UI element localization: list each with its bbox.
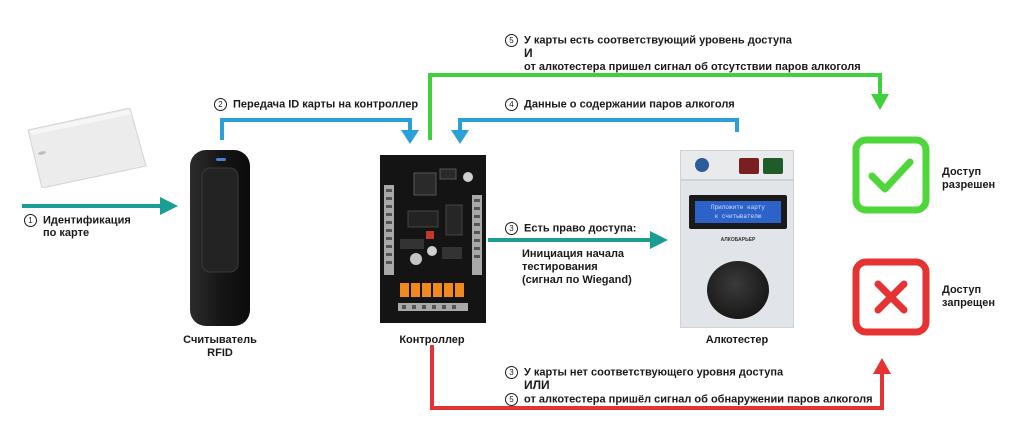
arrow-start-test: [488, 231, 668, 249]
tester-top-panel: [680, 150, 794, 180]
tester-green-indicator: [763, 158, 783, 174]
step3-line3: (сигнал по Wiegand): [522, 274, 632, 286]
step4-number: 4: [505, 98, 518, 111]
step2-number: 2: [214, 98, 227, 111]
bottom-number-b: 5: [505, 393, 518, 407]
step1-line2: по карте: [43, 227, 90, 240]
bottom-line2: от алкотестера пришёл сигнал об обнаруже…: [524, 393, 873, 406]
allow-line2: разрешен: [942, 179, 996, 191]
deny-line2: запрещен: [942, 297, 995, 309]
arrow-alcohol-data: [451, 118, 739, 144]
step5-top-line2: от алкотестера пришел сигнал об отсутств…: [524, 61, 861, 74]
allow-line1: Доступ: [942, 166, 982, 178]
arrow-identification: [22, 197, 178, 215]
step3-details: Инициация начала тестирования (сигнал по…: [522, 248, 632, 287]
access-denied-badge: [852, 258, 930, 336]
tester-brand: АЛКОБАРЬЕР: [720, 237, 756, 243]
reader-caption-line1: Считыватель: [183, 334, 257, 346]
step3-line2: тестирования: [522, 261, 598, 273]
reader-caption: Считыватель RFID: [160, 334, 280, 360]
access-granted-badge: [852, 136, 930, 214]
step2-label: Передача ID карты на контроллер: [233, 98, 419, 111]
step5-top-line1: У карты есть соответствующий уровень дос…: [524, 34, 792, 47]
tester-screen-line1: Приложите карту: [710, 204, 765, 211]
deny-text: Доступ запрещен: [942, 284, 995, 310]
tester-red-indicator: [739, 158, 759, 174]
controller-board: [380, 155, 486, 323]
controller-caption: Контроллер: [399, 334, 465, 346]
id-card: [27, 108, 147, 188]
step1-number: 1: [24, 214, 37, 227]
tester-logo: [695, 158, 709, 172]
step3-text: 3 Есть право доступа:: [505, 222, 636, 235]
step4-label: Данные о содержании паров алкоголя: [524, 98, 735, 111]
rfid-reader: [190, 150, 250, 326]
deny-line1: Доступ: [942, 284, 982, 296]
step3-number: 3: [505, 222, 518, 235]
step3-line1: Инициация начала: [522, 248, 625, 260]
step5-top-number: 5: [505, 34, 518, 47]
step1-text: 1 Идентификация по карте: [24, 214, 131, 240]
tester-caption: Алкотестер: [705, 334, 769, 346]
step2-text: 2 Передача ID карты на контроллер: [214, 98, 418, 111]
arrow-access-granted: [428, 73, 889, 140]
step5-top-conj: И: [524, 46, 533, 61]
bottom-conj: ИЛИ: [524, 378, 550, 393]
tester-body: Приложите карту к считывателю АЛКОБАРЬЕР: [680, 180, 794, 328]
tester-sensor: [707, 261, 769, 319]
alcohol-tester: Приложите карту к считывателю АЛКОБАРЬЕР: [680, 150, 794, 328]
allow-text: Доступ разрешен: [942, 166, 995, 192]
bottom-number-a: 3: [505, 366, 518, 379]
arrow-access-denied: [430, 345, 891, 410]
step4-text: 4 Данные о содержании паров алкоголя: [505, 98, 735, 111]
step5-top-text: 5 У карты есть соответствующий уровень до…: [505, 34, 861, 74]
tester-screen: Приложите карту к считывателю: [689, 195, 787, 229]
step1-line1: Идентификация: [43, 214, 131, 227]
bottom-text: 3 У карты нет соответствующего уровня дос…: [505, 366, 873, 407]
reader-caption-line2: RFID: [207, 347, 233, 359]
tester-screen-line2: к считывателю: [714, 213, 762, 220]
step3-title: Есть право доступа:: [524, 222, 637, 235]
bottom-line1: У карты нет соответствующего уровня дост…: [524, 366, 784, 379]
arrow-card-id-transfer: [220, 118, 419, 144]
